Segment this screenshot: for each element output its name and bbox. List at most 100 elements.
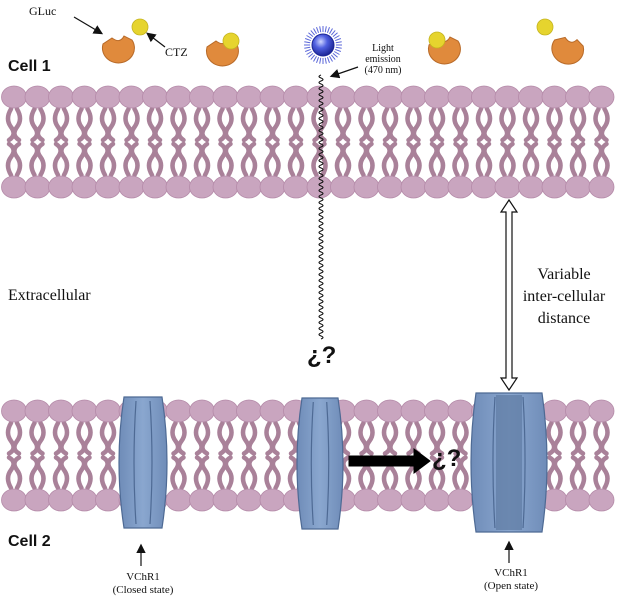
photon-ray — [308, 32, 314, 38]
cell1-lipid-head — [212, 85, 239, 109]
photon-ray — [329, 28, 333, 34]
cell2-lipid-tail — [5, 420, 16, 456]
cell2-lipid-tail — [35, 420, 46, 456]
photon-ray — [332, 52, 338, 58]
cell2-lipid-head — [353, 399, 380, 423]
cell1-lipid-head — [353, 175, 380, 199]
cell1-lipid-tail — [153, 141, 164, 178]
photon-ray — [319, 57, 322, 64]
cell1-lipid-head — [494, 85, 521, 109]
cell1-lipid-head — [518, 175, 544, 199]
light-emission-label: Light emission (470 nm) — [358, 43, 408, 76]
cell2-lipid-tail — [452, 420, 463, 456]
cell1-lipid-head — [189, 175, 215, 199]
cell1-lipid-tail — [35, 106, 46, 143]
cell2-lipid-tail — [546, 420, 557, 456]
cell1-lipid-tail — [341, 106, 352, 143]
cell1-lipid-head — [71, 85, 98, 109]
cell1-lipid-tail — [482, 141, 493, 178]
cell1-lipid-tail — [176, 141, 187, 178]
vchr1-open-channel-seam-left — [492, 396, 496, 529]
cell1-lipid-head — [142, 175, 168, 199]
cell1-lipid-head — [541, 85, 568, 109]
photon-ray — [326, 57, 330, 64]
cell2-lipid-tail — [388, 420, 399, 456]
vchr1-middle-channel-body — [296, 397, 344, 530]
vchr1-closed-line-2: (Closed state) — [112, 584, 174, 596]
cell2-lipid-tail — [552, 455, 563, 491]
cell2-lipid-tail — [99, 420, 110, 456]
cell2-lipid-tail — [435, 455, 446, 491]
cell1-lipid-tail — [123, 106, 134, 143]
cell1-lipid-tail — [123, 141, 134, 178]
cell1-lipid-tail — [358, 106, 369, 143]
cell1-lipid-tail — [522, 141, 533, 178]
cell2-lipid-tail — [576, 455, 587, 491]
distance-line-1: Variable — [537, 266, 591, 283]
cell1-lipid-head — [330, 85, 356, 109]
photon-ray — [334, 35, 340, 39]
cell2-lipid-head — [165, 399, 192, 423]
cell1-lipid-tail — [428, 141, 439, 178]
cell1-lipid-tail — [5, 141, 16, 178]
gluc-enzyme-4-shape — [551, 36, 585, 65]
cell2-lipid-tail — [106, 455, 117, 491]
cell2-lipid-head — [48, 399, 74, 423]
gluc-label: GLuc — [29, 4, 57, 18]
photon-ray — [334, 51, 340, 55]
cell1-lipid-tail — [270, 141, 281, 178]
ctz-label: CTZ — [165, 45, 188, 59]
gluc-pointer-arrow — [73, 16, 104, 35]
cell1-lipid-tail — [341, 141, 352, 178]
cell1-lipid-tail — [405, 106, 416, 143]
photon-ray — [335, 41, 342, 44]
cell1-lipid-head — [353, 85, 380, 109]
cell1-lipid-head — [377, 175, 403, 199]
cell1-lipid-tail — [499, 106, 510, 143]
cell2-lipid-tail — [381, 420, 392, 456]
cell1-lipid-tail — [240, 141, 251, 178]
cell2-lipid-tail — [569, 455, 580, 491]
light-line-1: Light — [372, 43, 394, 54]
cell2-lipid-tail — [405, 420, 416, 456]
photon-ray — [304, 41, 311, 44]
cell1-lipid-head — [424, 175, 450, 199]
cell1-lipid-tail — [59, 141, 70, 178]
cell1-lipid-head — [48, 175, 74, 199]
vchr1-closed-line-1: VChR1 — [126, 571, 160, 583]
cell1-lipid-head — [165, 175, 192, 199]
cell2-lipid-tail — [240, 420, 251, 456]
cell2-lipid-head — [353, 488, 380, 512]
photon-ray — [316, 57, 320, 64]
cell1-lipid-head — [471, 85, 497, 109]
cell2-lipid-head — [95, 399, 121, 423]
cell1-lipid-tail — [381, 106, 392, 143]
cell1-lipid-tail — [482, 106, 493, 143]
photon-ray — [304, 48, 311, 52]
photon-ray — [330, 54, 336, 60]
vchr1-middle-channel-seam-left — [310, 401, 314, 526]
cell2-lipid-head — [189, 399, 215, 423]
cell2-lipid-tail — [247, 455, 258, 491]
cell1-lipid-tail — [153, 106, 164, 143]
cell2-lipid-head — [189, 488, 215, 512]
cell1-lipid-tail — [552, 141, 563, 178]
cell1-lipid-head — [24, 175, 51, 199]
cell1-lipid-tail — [522, 106, 533, 143]
cell1-lipid-tail — [358, 141, 369, 178]
cell1-lipid-tail — [200, 106, 211, 143]
cell2-lipid-head — [424, 399, 450, 423]
cell1-label: Cell 1 — [8, 58, 51, 75]
photon-ray — [310, 54, 316, 60]
cell2-lipid-tail — [428, 420, 439, 456]
cell1-lipid-tail — [217, 106, 228, 143]
cell1-lipid-tail — [106, 141, 117, 178]
cell2-label: Cell 2 — [8, 533, 51, 550]
cell1-lipid-tail — [546, 106, 557, 143]
cell1-lipid-tail — [146, 106, 157, 143]
cell2-lipid-head — [236, 488, 262, 512]
photon-ray — [335, 48, 342, 52]
cell2-lipid-tail — [341, 455, 352, 491]
cell1-lipid-head — [142, 85, 168, 109]
ctz-substrate-1 — [131, 18, 149, 36]
